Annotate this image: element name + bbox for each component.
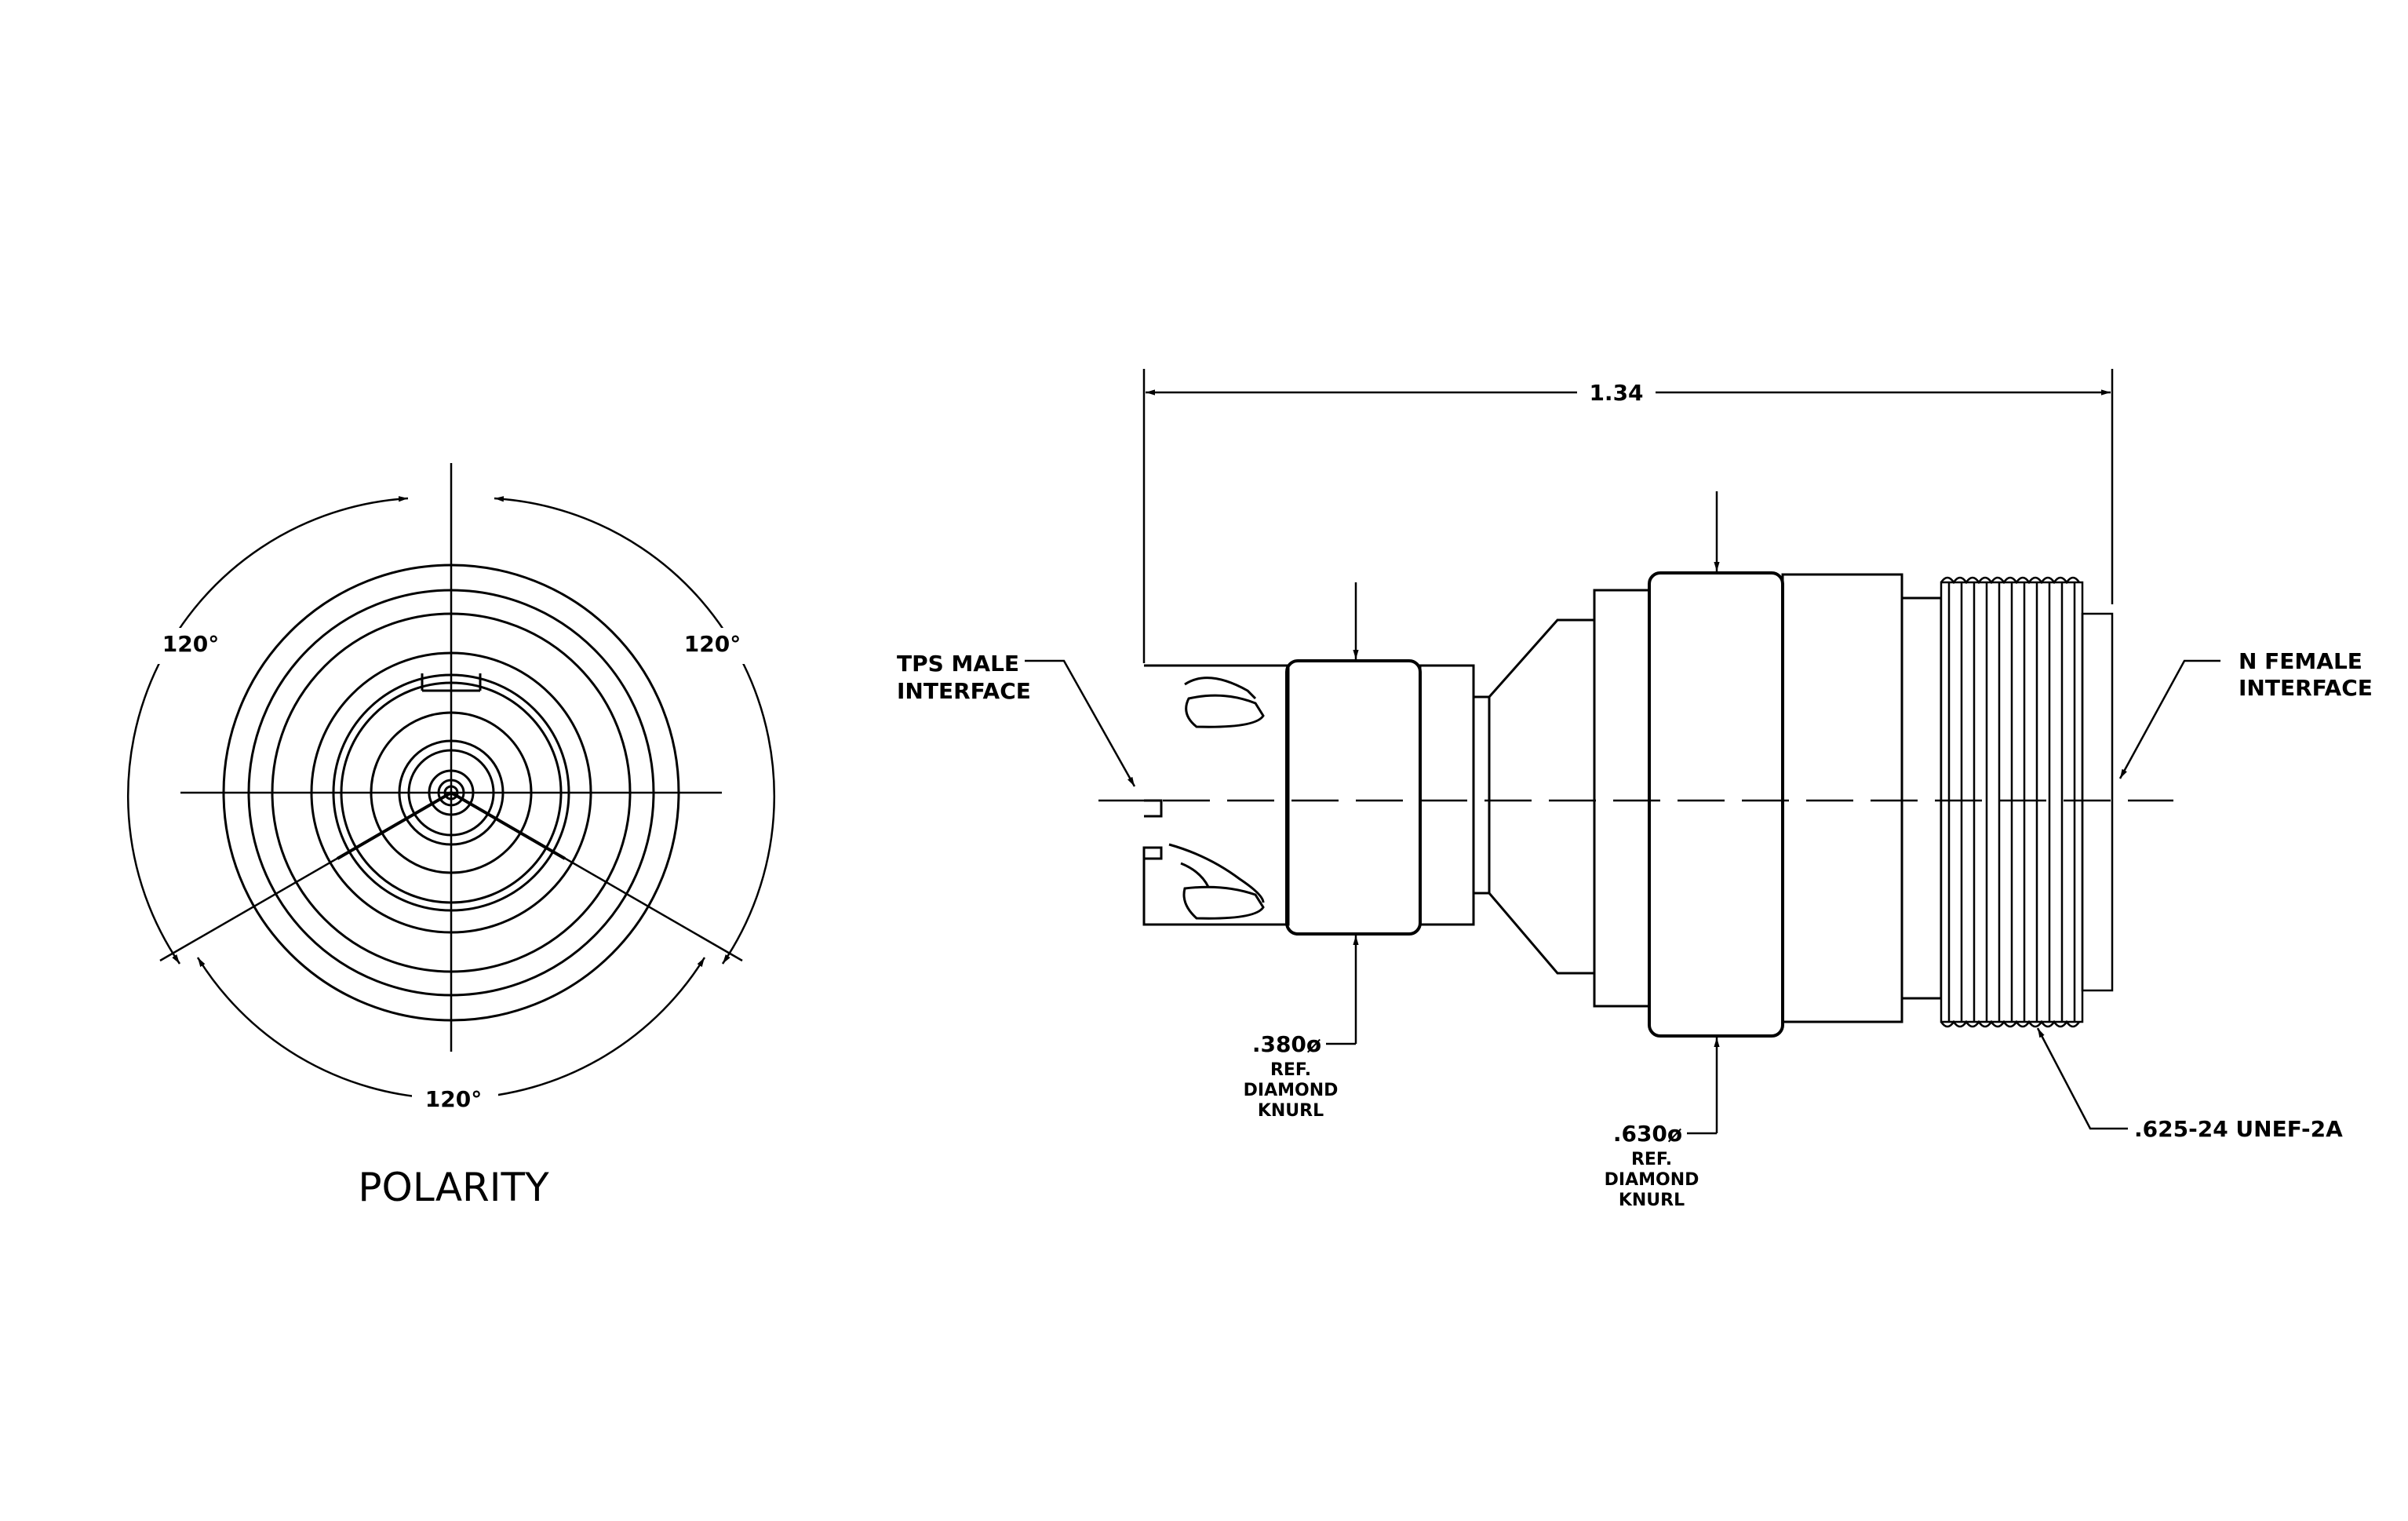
side-view: 1.34 <box>897 369 2373 1210</box>
large-knurl-type: DIAMOND <box>1605 1170 1699 1190</box>
polarity-centerlines <box>159 463 743 1052</box>
knurl-leaders <box>1025 491 2220 1135</box>
angle-label-right: 120° <box>684 631 741 657</box>
thread-spec-label: .625-24 UNEF-2A <box>2134 1116 2343 1142</box>
large-knurl-kind: KNURL <box>1619 1191 1685 1210</box>
small-knurl-kind: KNURL <box>1258 1101 1324 1121</box>
angle-label-bg <box>412 1083 498 1119</box>
small-knurl-type: DIAMOND <box>1244 1081 1339 1100</box>
left-interface-label-line1: TPS MALE <box>897 651 1019 677</box>
angle-label-left: 120° <box>162 631 219 657</box>
large-knurl-ref: REF. <box>1631 1150 1672 1169</box>
large-knurl <box>1648 571 1784 1038</box>
polarity-view: 120° 120° 120° POLARITY <box>126 463 776 1210</box>
overall-length-dimension <box>1142 369 2114 663</box>
polarity-title: POLARITY <box>358 1165 549 1210</box>
angle-label-bottom: 120° <box>425 1086 482 1112</box>
small-knurl-ref: REF. <box>1270 1060 1311 1080</box>
right-interface-label-line2: INTERFACE <box>2239 675 2373 701</box>
small-knurl <box>1285 659 1422 936</box>
small-knurl-diameter: .380ø <box>1252 1031 1321 1057</box>
thread-section <box>1940 576 2114 1028</box>
adapter-neck <box>1419 618 1596 975</box>
angle-label-bg <box>671 628 757 664</box>
left-interface-label-line2: INTERFACE <box>897 678 1031 704</box>
tps-male-body <box>1142 664 1290 926</box>
angle-label-bg <box>149 628 235 664</box>
main-body <box>1593 573 1943 1023</box>
large-knurl-diameter: .630ø <box>1613 1121 1682 1147</box>
overall-length-label: 1.34 <box>1589 380 1643 406</box>
right-interface-label-line1: N FEMALE <box>2239 648 2362 674</box>
